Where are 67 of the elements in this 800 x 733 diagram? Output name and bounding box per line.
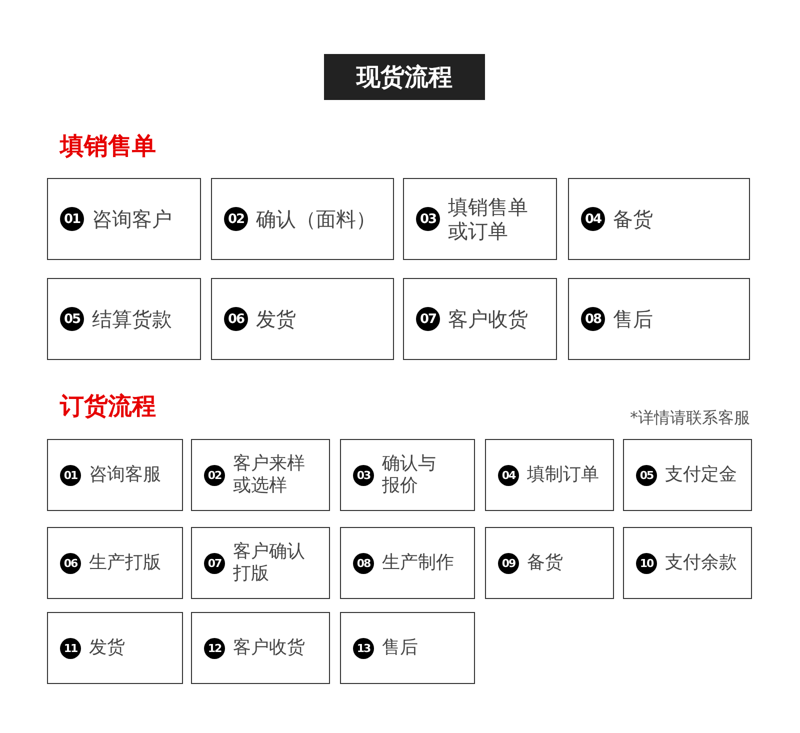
step-box <box>403 278 557 360</box>
step-number-badge: 07 <box>416 307 440 331</box>
step-box <box>340 527 475 599</box>
step-number-badge: 07 <box>204 552 225 574</box>
step-box <box>47 439 183 511</box>
step-box <box>47 612 183 684</box>
section-heading: 订货流程 <box>60 391 156 422</box>
step-box <box>211 178 394 260</box>
step-label: 客户确认打版 <box>233 541 306 585</box>
step-number-badge: 08 <box>353 552 374 574</box>
step-number-badge: 03 <box>353 464 374 486</box>
step-label: 售后 <box>382 637 418 659</box>
step-number-badge: 08 <box>581 307 605 331</box>
step-number-badge: 03 <box>416 207 440 231</box>
step-box <box>568 178 750 260</box>
step-box <box>485 439 614 511</box>
step-box <box>485 527 614 599</box>
step-label: 备货 <box>527 552 563 574</box>
step-label: 填销售单或订单 <box>448 195 529 243</box>
step-number-badge: 05 <box>60 307 84 331</box>
step-box <box>47 527 183 599</box>
step-box <box>211 278 394 360</box>
step-label: 支付定金 <box>665 464 737 486</box>
step-box <box>191 439 330 511</box>
step-box <box>191 527 330 599</box>
step-box <box>623 527 752 599</box>
step-label: 发货 <box>256 307 296 331</box>
step-number-badge: 12 <box>204 638 225 658</box>
step-label: 备货 <box>613 207 653 231</box>
step-label: 支付余款 <box>665 552 737 574</box>
step-number-badge: 06 <box>60 552 81 574</box>
step-label: 发货 <box>89 637 125 659</box>
step-box <box>340 439 475 511</box>
step-label: 生产打版 <box>89 552 161 574</box>
title-banner: 现货流程 <box>324 54 485 100</box>
step-box <box>47 178 201 260</box>
step-label: 售后 <box>613 307 653 331</box>
step-number-badge: 01 <box>60 207 84 231</box>
step-label: 生产制作 <box>382 552 454 574</box>
step-number-badge: 04 <box>581 207 605 231</box>
step-number-badge: 10 <box>636 552 657 574</box>
footnote: *详情请联系客服 <box>630 408 750 429</box>
step-box <box>191 612 330 684</box>
step-box <box>340 612 475 684</box>
step-label: 客户收货 <box>233 637 305 659</box>
section-heading: 填销售单 <box>60 131 156 162</box>
step-number-badge: 02 <box>224 207 248 231</box>
step-label: 咨询客服 <box>89 464 161 486</box>
step-number-badge: 06 <box>224 307 248 331</box>
step-label: 客户来样或选样 <box>233 453 306 497</box>
step-number-badge: 09 <box>498 552 519 574</box>
step-label: 咨询客户 <box>92 207 172 231</box>
step-number-badge: 04 <box>498 464 519 486</box>
step-box <box>623 439 752 511</box>
step-label: 结算货款 <box>92 307 172 331</box>
step-number-badge: 11 <box>60 638 81 658</box>
step-box <box>403 178 557 260</box>
step-box <box>47 278 201 360</box>
step-number-badge: 02 <box>204 464 225 486</box>
step-number-badge: 13 <box>353 638 374 658</box>
step-number-badge: 05 <box>636 464 657 486</box>
step-label: 确认与报价 <box>382 453 437 497</box>
step-label: 填制订单 <box>527 464 599 486</box>
step-box <box>568 278 750 360</box>
step-number-badge: 01 <box>60 464 81 486</box>
step-label: 确认（面料） <box>256 207 376 231</box>
step-label: 客户收货 <box>448 307 528 331</box>
